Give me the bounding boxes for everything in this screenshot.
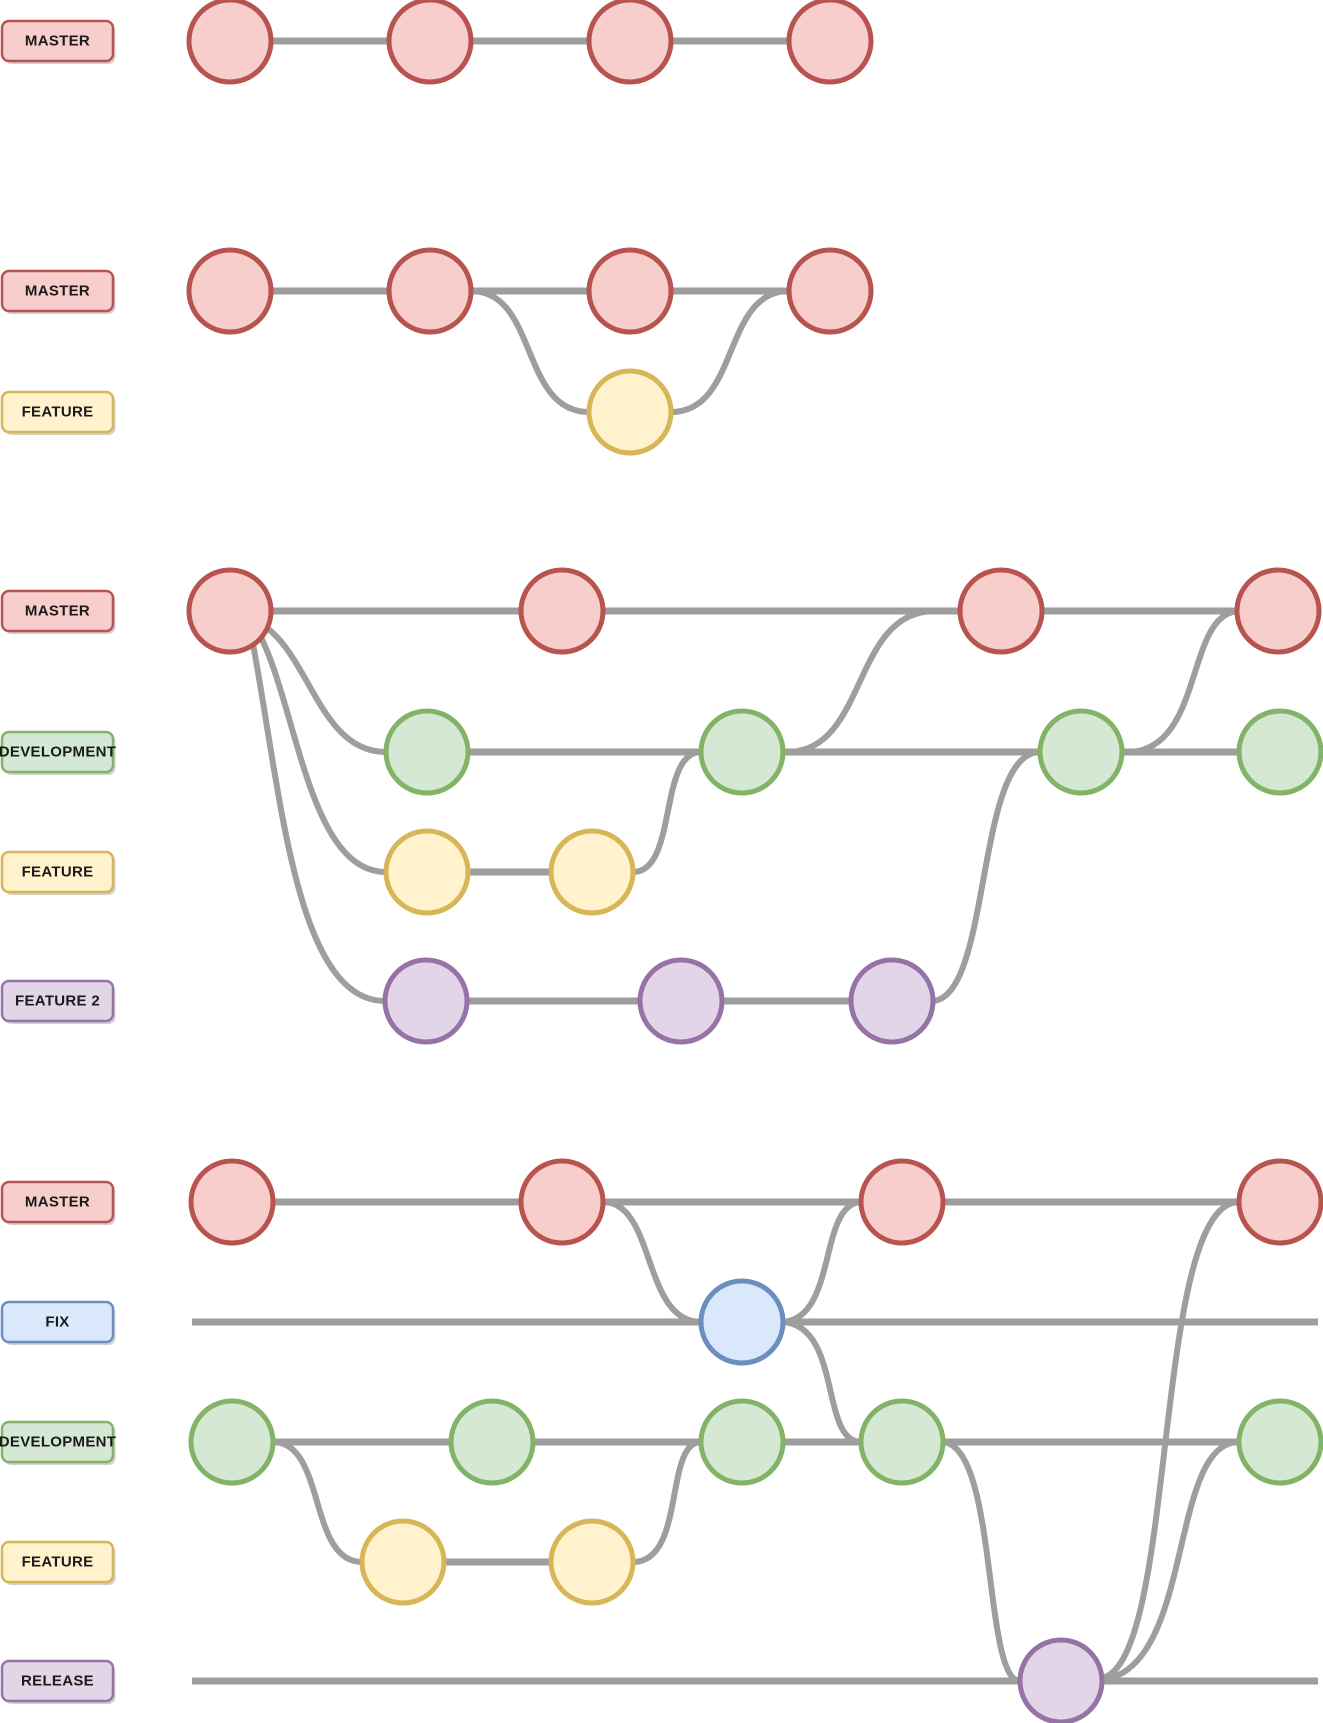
- branch-label-box-feature2: [0, 979, 115, 1023]
- commit-node-master: [518, 567, 606, 655]
- commit-node-feature2: [382, 957, 470, 1045]
- commit-node-master: [186, 247, 274, 335]
- branch-label-box-development: [0, 730, 115, 774]
- edge-branch-master-to-development: [255, 619, 389, 755]
- commit-node-master: [957, 567, 1045, 655]
- branch-label-text-development: DEVELOPMENT: [0, 744, 116, 761]
- branch-label-box-feature: [0, 850, 115, 894]
- branch-label-box-fix: [0, 1300, 115, 1344]
- commit-node-master: [786, 247, 874, 335]
- branch-label-box-master: [0, 269, 115, 313]
- commit-node-master: [386, 0, 474, 85]
- branch-label-box-master: [0, 589, 115, 633]
- edge-branch-master-to-feature2: [247, 625, 388, 1004]
- commit-node-feature2: [637, 957, 725, 1045]
- commit-node-feature2: [848, 957, 936, 1045]
- branch-label-text-release: RELEASE: [21, 1673, 94, 1690]
- branch-label-text-master: MASTER: [25, 283, 90, 300]
- branch-label-box-master: [0, 1180, 115, 1224]
- branch-label-text-feature: FEATURE: [22, 864, 94, 881]
- commit-node-development: [448, 1398, 536, 1486]
- commit-node-master: [858, 1158, 946, 1246]
- commit-node-development: [383, 708, 471, 796]
- commit-node-development: [858, 1398, 946, 1486]
- edge-branch-development-to-release: [940, 1439, 1023, 1684]
- edge-merge-feature-into-development: [630, 749, 704, 875]
- edge-merge-feature-into-master: [668, 288, 792, 415]
- edge-branch-development-to-feature: [270, 1439, 365, 1565]
- commit-node-master: [1234, 567, 1322, 655]
- branch-label-box-development: [0, 1420, 115, 1464]
- commit-node-feature: [586, 368, 674, 456]
- edge-merge-development-into-master-3: [787, 608, 938, 755]
- edge-merge-fix-into-master: [780, 1199, 865, 1325]
- edge-merge-fix-into-development: [780, 1319, 864, 1445]
- commit-node-master: [186, 0, 274, 85]
- branch-label-box-master: [0, 19, 115, 63]
- branch-label-text-feature: FEATURE: [22, 404, 94, 421]
- commit-node-master: [386, 247, 474, 335]
- commit-node-master: [586, 0, 674, 85]
- branch-label-text-master: MASTER: [25, 603, 90, 620]
- branch-label-box-release: [0, 1659, 115, 1703]
- commit-node-master: [188, 1158, 276, 1246]
- branch-label-text-master: MASTER: [25, 33, 90, 50]
- commit-node-feature: [359, 1518, 447, 1606]
- commit-node-development: [1037, 708, 1125, 796]
- commit-node-master: [518, 1158, 606, 1246]
- edge-merge-release-into-development: [1099, 1439, 1242, 1683]
- commit-node-feature: [548, 828, 636, 916]
- branch-label-box-feature: [0, 1540, 115, 1584]
- commit-node-feature: [548, 1518, 636, 1606]
- edge-branch-master-to-feature: [251, 622, 389, 875]
- commit-node-development: [698, 1398, 786, 1486]
- branch-label-text-development: DEVELOPMENT: [0, 1434, 116, 1451]
- commit-node-development: [188, 1398, 276, 1486]
- branch-label-text-feature: FEATURE: [22, 1554, 94, 1571]
- edge-branch-master-to-feature: [468, 288, 592, 415]
- branch-label-text-fix: FIX: [45, 1314, 69, 1331]
- commit-node-development: [698, 708, 786, 796]
- commit-node-fix: [698, 1278, 786, 1366]
- branch-curves-layer: [247, 288, 1243, 1684]
- edge-merge-development-into-master-4: [1127, 608, 1243, 755]
- branch-label-text-master: MASTER: [25, 1194, 90, 1211]
- edge-merge-release-into-master: [1099, 1199, 1242, 1681]
- commit-node-master: [186, 567, 274, 655]
- commit-node-master: [1236, 1158, 1323, 1246]
- edge-merge-feature2-into-development: [930, 749, 1043, 1004]
- commit-nodes-layer: [186, 0, 1323, 1723]
- commit-node-development: [1236, 708, 1323, 796]
- branch-labels-layer: MASTER MASTER FEATURE MASTER DEVELOPMENT FEAT…: [0, 19, 116, 1704]
- branch-label-text-feature2: FEATURE 2: [15, 993, 100, 1010]
- edge-branch-master-to-fix: [600, 1199, 704, 1325]
- edge-merge-feature-into-development: [630, 1439, 704, 1565]
- commit-node-master: [786, 0, 874, 85]
- commit-node-feature: [383, 828, 471, 916]
- branch-label-box-feature: [0, 390, 115, 434]
- commit-node-development: [1236, 1398, 1323, 1486]
- commit-node-release: [1017, 1637, 1105, 1723]
- commit-node-master: [586, 247, 674, 335]
